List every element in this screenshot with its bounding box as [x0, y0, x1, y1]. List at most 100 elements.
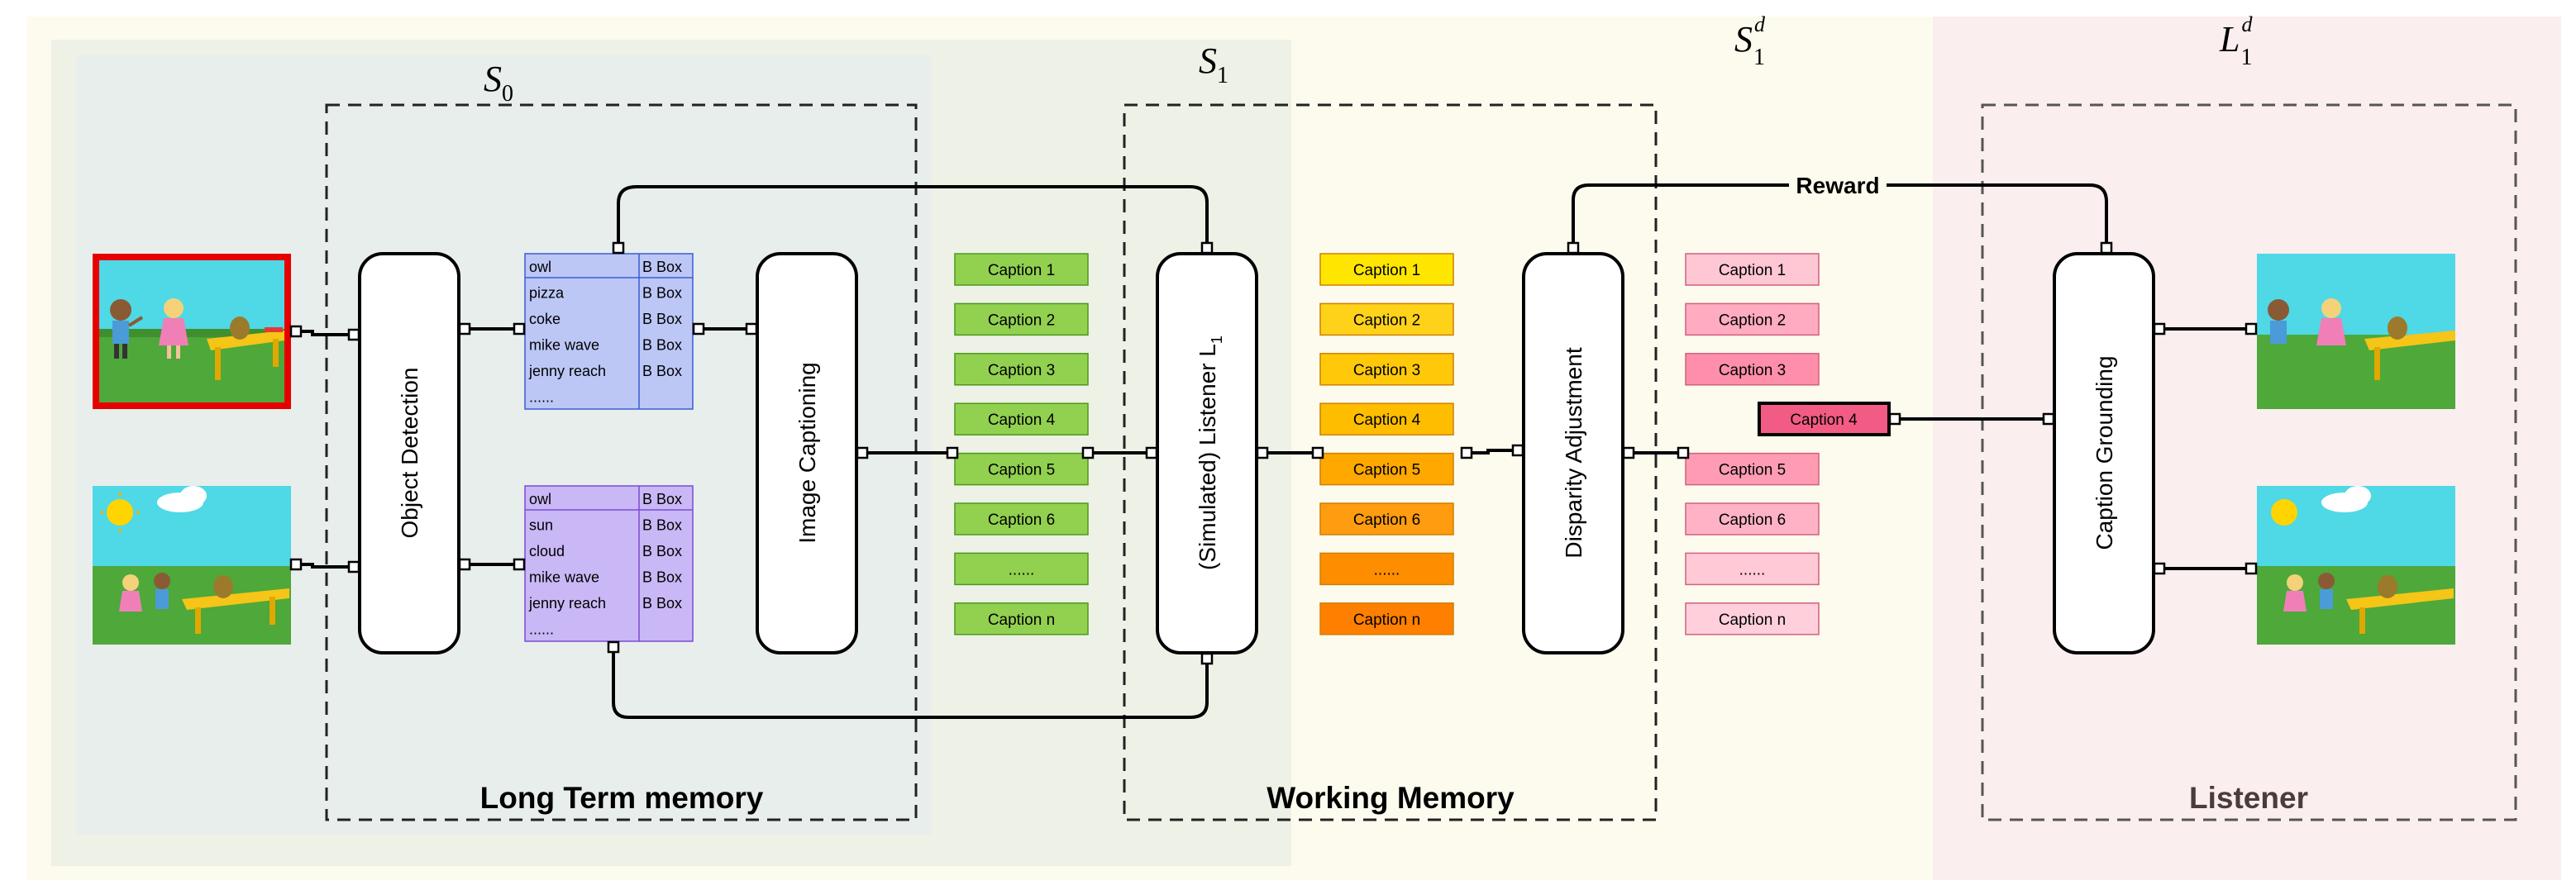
- caption-label: Caption 4: [988, 412, 1056, 429]
- caption-box: [954, 402, 1089, 435]
- caption-label: Caption n: [988, 612, 1055, 629]
- connector-port: [745, 322, 758, 336]
- caption-label: Caption n: [1353, 612, 1420, 629]
- caption-label: Caption 6: [1719, 512, 1786, 529]
- caption-box: [1685, 452, 1820, 486]
- region-label-s1: S1: [1199, 40, 1228, 88]
- connector-port: [2153, 562, 2166, 575]
- connector-port: [1511, 444, 1524, 457]
- distractor-image: [93, 486, 291, 645]
- connector-port: [1081, 446, 1095, 459]
- connector-port: [458, 322, 471, 336]
- connector-ports: [289, 241, 2258, 665]
- connector-port: [612, 241, 625, 255]
- connector-port: [607, 640, 620, 654]
- table-object-name: mike wave: [529, 337, 599, 354]
- table-object-name: jenny reach: [528, 595, 606, 612]
- connector-port: [1200, 652, 1214, 665]
- caption-lists: Caption 1 Caption 2 Caption 3 Caption 4 Capt…: [954, 253, 1820, 635]
- caption-box: [1685, 552, 1820, 586]
- caption-box: [954, 253, 1089, 286]
- connector-port: [289, 325, 303, 338]
- caption-label: ......: [1009, 561, 1035, 578]
- connector-port: [458, 558, 471, 571]
- table-object-name: owl: [529, 259, 551, 275]
- section-label-long-term-memory: Long Term memory: [480, 781, 764, 815]
- table-bbox-label: B Box: [642, 285, 682, 302]
- table-bbox-label: B Box: [642, 259, 682, 275]
- caption-box: [1319, 302, 1454, 336]
- connector-port: [513, 322, 526, 336]
- disparity-adjustment-label: Disparity Adjustment: [1561, 347, 1586, 558]
- caption-label: ......: [1374, 561, 1400, 578]
- table-bbox-label: B Box: [642, 363, 682, 379]
- connector-port: [347, 328, 360, 341]
- section-label-working-memory: Working Memory: [1267, 781, 1515, 815]
- caption-grounding-label: Caption Grounding: [2092, 355, 2117, 550]
- caption-label: Caption 6: [1353, 512, 1420, 529]
- listener-region-l1d: [1933, 17, 2561, 880]
- table-bbox-label: B Box: [642, 595, 682, 612]
- caption-label: Caption 3: [1353, 362, 1420, 379]
- simulated-listener-label: (Simulated) Listener L1: [1195, 336, 1225, 570]
- caption-box: [1685, 302, 1820, 336]
- connectors: [296, 183, 2251, 719]
- caption-label: Caption 2: [1353, 312, 1420, 329]
- caption-box: [1319, 552, 1454, 586]
- table-object-name: cloud: [529, 543, 565, 559]
- connector-port: [289, 558, 303, 571]
- caption-label: Caption 1: [1353, 262, 1420, 279]
- caption-box: [954, 302, 1089, 336]
- connector-port: [692, 322, 705, 336]
- reward-label-bg: [1789, 172, 1887, 198]
- connector-port: [2100, 241, 2113, 255]
- object-table-2: [524, 485, 694, 642]
- caption-box: [1319, 253, 1454, 286]
- table-bbox-label: B Box: [642, 543, 682, 559]
- caption-label: Caption 6: [988, 512, 1055, 529]
- caption-label: Caption 2: [988, 312, 1055, 329]
- connector-port: [1888, 412, 1901, 426]
- connector-port: [1311, 446, 1324, 459]
- caption-label: Caption 3: [1719, 362, 1786, 379]
- connector-port: [347, 560, 360, 574]
- connector-port: [856, 446, 869, 459]
- image-captioning-label: Image Captioning: [794, 362, 820, 543]
- table-object-name: pizza: [529, 285, 565, 302]
- caption-box: [1685, 353, 1820, 386]
- caption-label: Caption 5: [1719, 462, 1786, 479]
- caption-box: [1685, 602, 1820, 635]
- caption-box: [1319, 452, 1454, 486]
- caption-box: [1685, 502, 1820, 535]
- connector-port: [1622, 446, 1635, 459]
- table-object-name: mike wave: [529, 569, 599, 586]
- listener-box: [1981, 103, 2517, 821]
- caption-label: Caption 3: [988, 362, 1055, 379]
- selected-caption-label: Caption 4: [1790, 412, 1858, 429]
- caption-label: Caption 1: [1719, 262, 1786, 279]
- connector-port: [1460, 446, 1473, 459]
- table-bbox-label: B Box: [642, 569, 682, 586]
- connector-port: [2042, 412, 2055, 426]
- caption-label: ......: [1739, 561, 1766, 578]
- caption-box: [1319, 402, 1454, 435]
- table-object-name: jenny reach: [528, 363, 606, 379]
- connector-port: [1145, 446, 1158, 459]
- caption-label: Caption 4: [1353, 412, 1421, 429]
- connector-port: [2244, 562, 2258, 575]
- listener-image-2: [2257, 486, 2455, 645]
- caption-label: Caption 5: [1353, 462, 1420, 479]
- caption-label: Caption 5: [988, 462, 1055, 479]
- working-memory-box: [1123, 103, 1658, 821]
- caption-box: [954, 552, 1089, 586]
- caption-box: [954, 602, 1089, 635]
- selected-caption-box: [1758, 402, 1891, 436]
- section-label-listener: Listener: [2189, 781, 2308, 815]
- connector-port: [1567, 241, 1580, 255]
- caption-box: [1319, 353, 1454, 386]
- connector-port: [1677, 446, 1690, 459]
- table-object-name: sun: [529, 517, 553, 534]
